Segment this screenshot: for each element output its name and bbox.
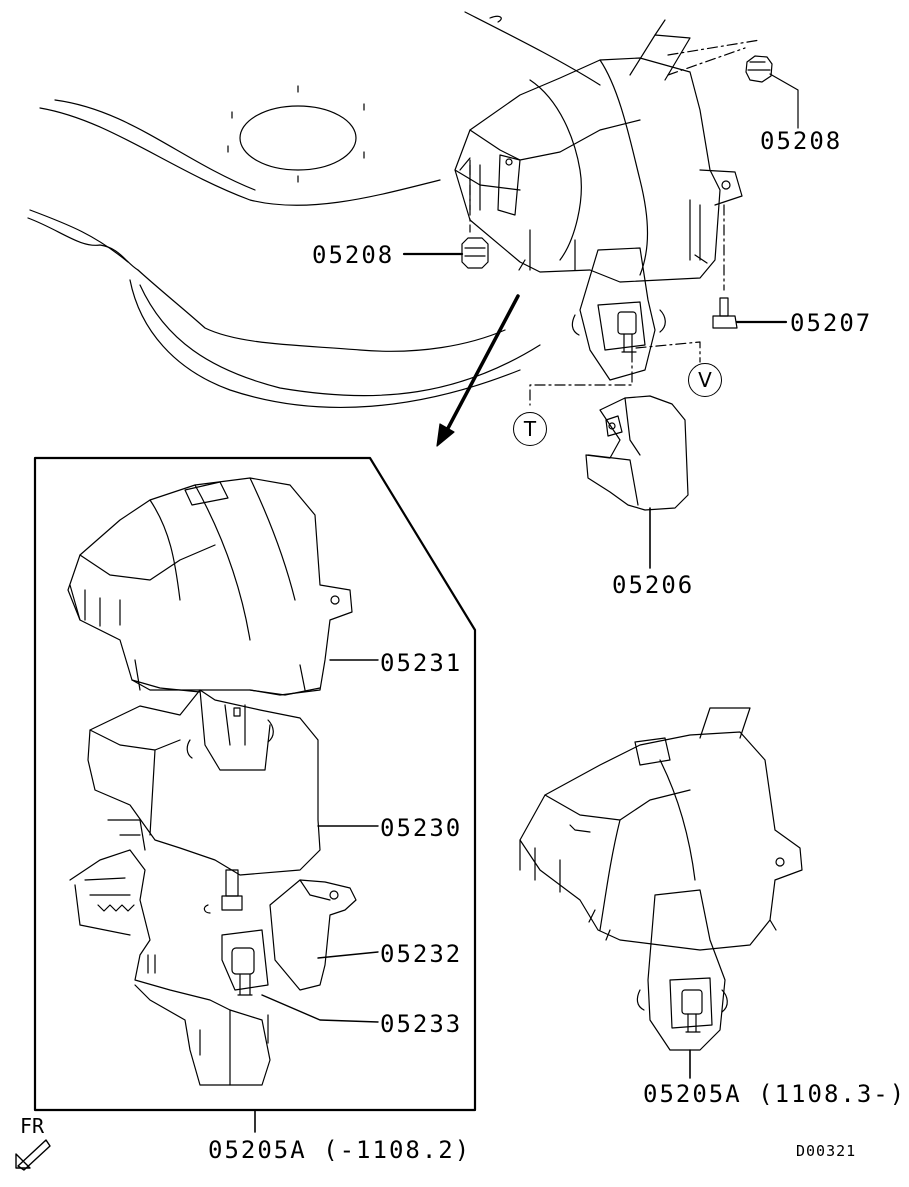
nut-05208-top: [745, 55, 799, 129]
label-05230: 05230: [380, 814, 463, 842]
callout-v: V: [688, 363, 722, 397]
direction-arrow: [436, 294, 520, 447]
label-05205A-bottom: 05205A (-1108.2): [208, 1136, 472, 1164]
label-05233: 05233: [380, 1010, 463, 1038]
part-05233-connector: [221, 929, 379, 1023]
fr-arrow-icon: [15, 1139, 51, 1171]
label-05206: 05206: [612, 571, 695, 599]
label-05232: 05232: [380, 940, 463, 968]
nut-05208-left: [402, 237, 489, 269]
part-05230-duct: [87, 689, 379, 876]
part-05232-bracket: [269, 879, 379, 991]
upper-assembly: [454, 19, 743, 381]
label-05207: 05207: [790, 309, 873, 337]
body-panel-outline: [27, 11, 601, 409]
inset-base-frame: [69, 819, 271, 1086]
callout-t: T: [513, 412, 547, 446]
drawing-code: D00321: [796, 1142, 857, 1160]
orientation-label: FR: [20, 1114, 45, 1138]
inset-frame: [33, 456, 477, 1112]
dashdot-leaders: [469, 39, 761, 406]
label-05205A-right: 05205A (1108.3-): [643, 1080, 907, 1108]
label-05231: 05231: [380, 649, 463, 677]
bolt-05207: [712, 297, 788, 329]
duct-05206: [585, 395, 689, 569]
label-05208-left: 05208: [312, 241, 395, 269]
part-05231-cover: [67, 477, 379, 696]
part-05205A-later-assembly: [519, 707, 803, 1079]
inset-bolt: [203, 869, 243, 914]
label-05208-top: 05208: [760, 127, 843, 155]
